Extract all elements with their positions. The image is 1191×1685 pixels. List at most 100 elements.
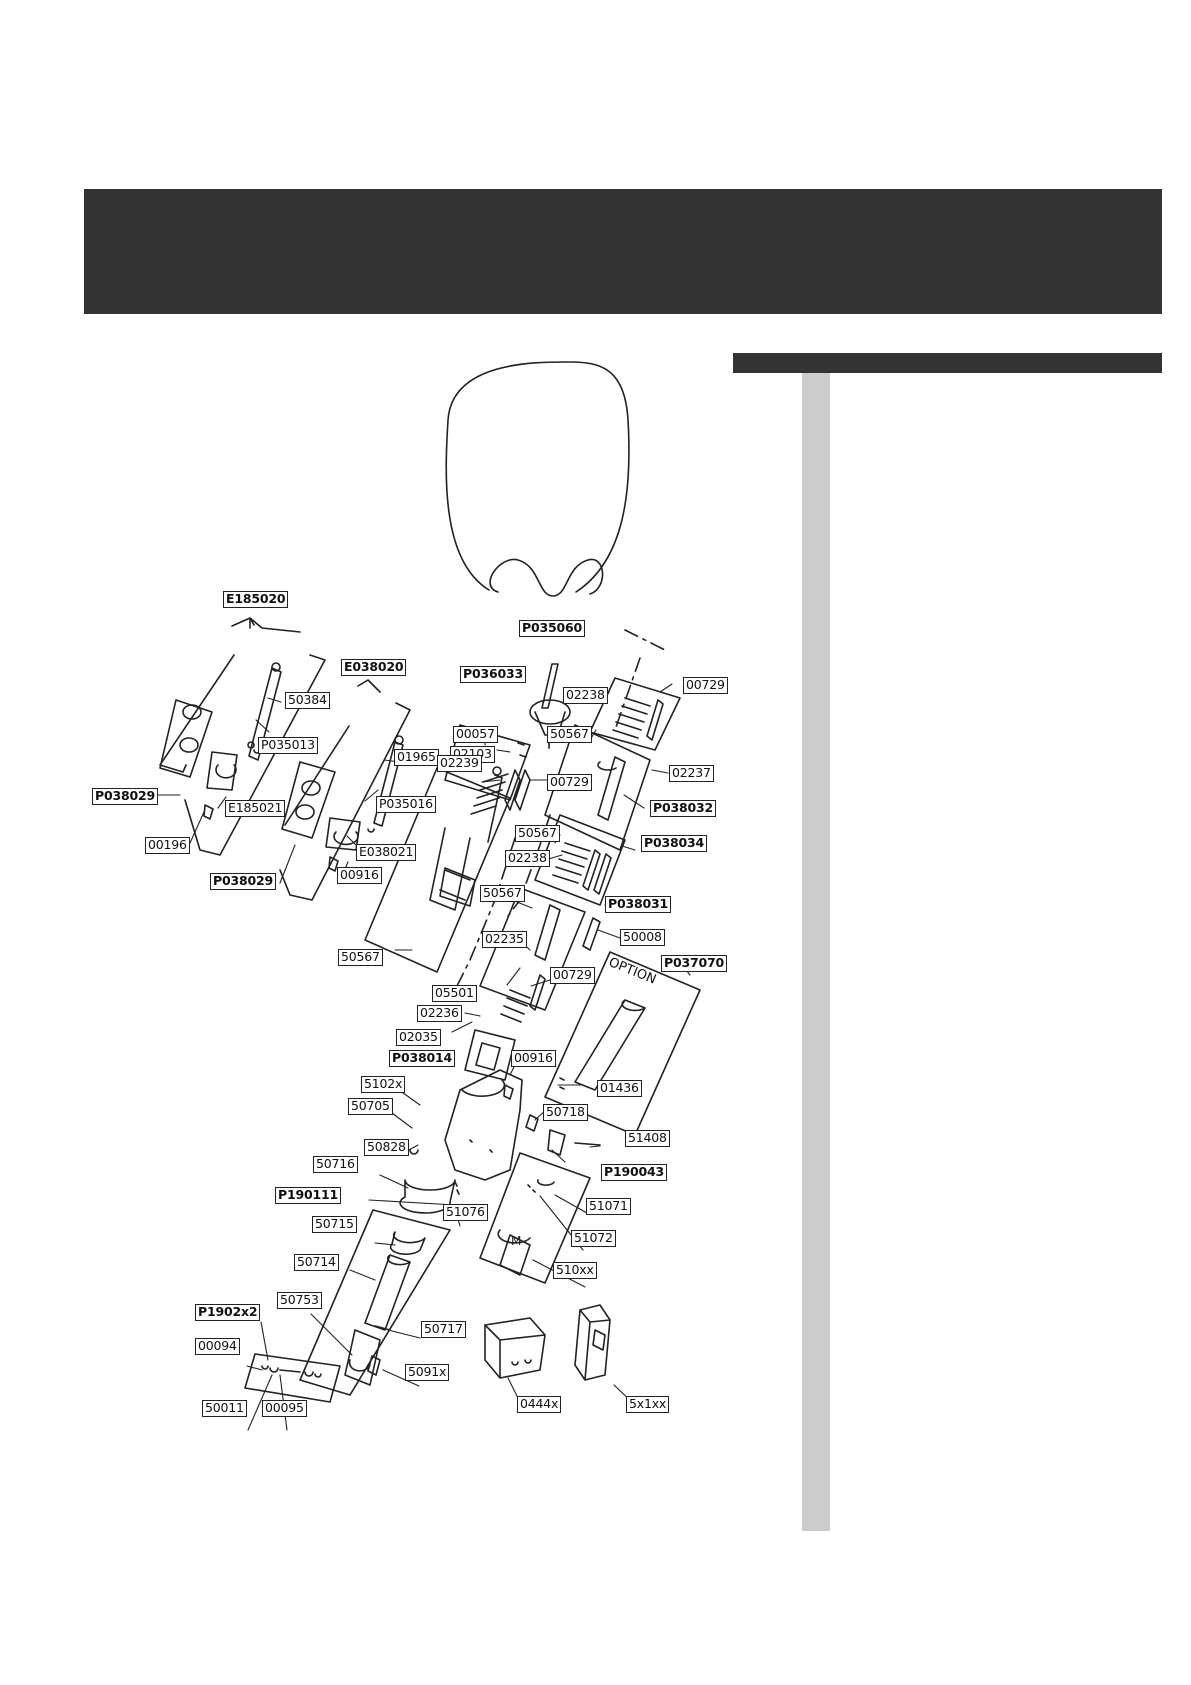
label-P037070: P037070 (661, 955, 727, 972)
label-50567-c: 50567 (480, 885, 525, 902)
screw-00057 (517, 742, 527, 758)
label-0444x: 0444x (517, 1396, 562, 1413)
screw-00916-a (328, 856, 339, 872)
label-50717: 50717 (421, 1321, 466, 1338)
cap-50715 (389, 1231, 426, 1255)
spring-02236 (500, 989, 531, 1023)
label-51072: 51072 (571, 1230, 616, 1247)
motor-housing-5102x (444, 1069, 523, 1181)
label-50715: 50715 (312, 1216, 357, 1233)
header-bar (84, 189, 1162, 314)
motor-510xx (497, 1229, 531, 1276)
assembly-P190111 (299, 1209, 451, 1396)
label-00729-a: 00729 (547, 774, 592, 791)
label-50384: 50384 (285, 692, 330, 709)
head-cushion-outline (445, 361, 630, 593)
label-50716: 50716 (313, 1156, 358, 1173)
label-00729-c: 00729 (550, 967, 595, 984)
label-02237: 02237 (669, 765, 714, 782)
label-E185021: E185021 (225, 800, 286, 817)
label-P1902x2: P1902x2 (195, 1304, 261, 1321)
label-00196: 00196 (145, 837, 190, 854)
nut-50705 (409, 1149, 419, 1155)
assembly-510xx (479, 1152, 591, 1284)
label-02239: 02239 (437, 755, 482, 772)
label-5x1xx: 5x1xx (626, 1396, 670, 1413)
label-01436: 01436 (597, 1080, 642, 1097)
tube-50714 (364, 1254, 411, 1331)
connector-0444x (484, 1317, 546, 1379)
label-50714: 50714 (294, 1254, 339, 1271)
svg-text:M: M (511, 1234, 521, 1248)
label-P035013: P035013 (258, 737, 318, 754)
label-50567-b: 50567 (515, 825, 560, 842)
label-P038031: P038031 (605, 896, 671, 913)
spring-50718 (525, 1114, 539, 1132)
label-00057: 00057 (453, 726, 498, 743)
pin-5091x (367, 1355, 381, 1376)
assembly-outline-mid (279, 702, 411, 901)
label-5102x: 5102x (361, 1076, 406, 1093)
assembly-P038014 (464, 1029, 516, 1081)
label-51408: 51408 (625, 1130, 670, 1147)
label-05501: 05501 (432, 985, 477, 1002)
bushing-02035 (475, 1042, 501, 1071)
label-50705: 50705 (348, 1098, 393, 1115)
bracket-P190043 (547, 1129, 566, 1156)
screw-50008 (582, 917, 601, 951)
pin-51408 (574, 1142, 601, 1146)
label-02035: 02035 (396, 1029, 441, 1046)
label-P035016: P035016 (376, 796, 436, 813)
label-02238-a: 02238 (563, 687, 608, 704)
tube-02235 (534, 904, 561, 961)
bracket-E185020 (231, 617, 301, 633)
label-P035060: P035060 (519, 620, 585, 637)
label-00916-a: 00916 (337, 867, 382, 884)
dashed-outline-center (454, 837, 516, 991)
assembly-P038031 (479, 887, 586, 1011)
tube-02237 (597, 756, 626, 821)
label-00916-b: 00916 (511, 1050, 556, 1067)
label-E185020: E185020 (223, 591, 289, 608)
label-P190043: P190043 (601, 1164, 667, 1181)
label-P190111: P190111 (275, 1187, 341, 1204)
clamp-E185021 (206, 751, 238, 791)
label-E038020: E038020 (341, 659, 407, 676)
tube-01436 (574, 999, 646, 1091)
spring-02239 (470, 773, 509, 815)
label-E038021: E038021 (356, 844, 417, 861)
label-510xx: 510xx (553, 1262, 597, 1279)
label-50567-d: 50567 (338, 949, 383, 966)
label-51076: 51076 (443, 1204, 488, 1221)
label-P038034: P038034 (641, 835, 707, 852)
label-50011: 50011 (202, 1400, 247, 1417)
label-P038029-a: P038029 (92, 788, 158, 805)
label-01965: 01965 (394, 749, 439, 766)
label-P038029-b: P038029 (210, 873, 276, 890)
assembly-02238-a (589, 677, 681, 751)
connector-5x1xx (574, 1304, 611, 1381)
label-5091x: 5091x (405, 1364, 450, 1381)
head-cushion-hooks (489, 558, 604, 597)
label-P036033: P036033 (460, 666, 526, 683)
dashed-outline-top (504, 629, 666, 921)
assembly-outline-left (159, 654, 326, 856)
clamp-E038021 (325, 817, 361, 851)
screw-00916-b (503, 1084, 514, 1100)
label-02235: 02235 (482, 931, 527, 948)
label-P038014: P038014 (389, 1050, 455, 1067)
label-00095: 00095 (262, 1400, 307, 1417)
assembly-P1902x2 (244, 1353, 341, 1403)
label-50753: 50753 (277, 1292, 322, 1309)
screw-00196 (203, 804, 214, 820)
spring-02238-a (612, 697, 651, 739)
label-02238-b: 02238 (505, 850, 550, 867)
pin-50717 (374, 1325, 391, 1331)
center-tube (429, 774, 503, 911)
label-02236: 02236 (417, 1005, 462, 1022)
label-50718: 50718 (543, 1104, 588, 1121)
oring-51071 (536, 1179, 555, 1186)
leader-lines (149, 683, 691, 1431)
bolt-P1902x2 (261, 1365, 322, 1378)
